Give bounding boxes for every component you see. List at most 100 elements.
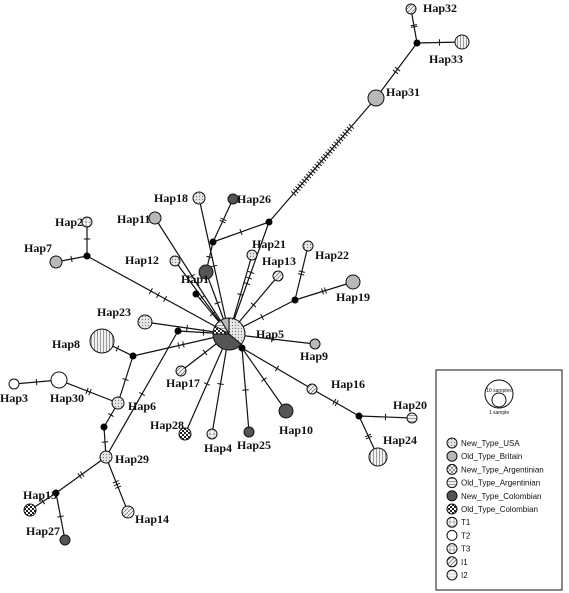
median-vector: [174, 327, 182, 335]
haplotype-node: [192, 191, 206, 205]
haplotype-label: Hap14: [135, 512, 169, 526]
mutation-tick: [114, 485, 122, 489]
haplotype-node: [198, 264, 214, 280]
haplotype-node: [345, 274, 361, 290]
mutation-tick: [297, 183, 303, 189]
size-key-small-label: 1 sample: [489, 410, 510, 416]
legend-swatch: [446, 543, 458, 555]
haplotype-label: Hap25: [237, 438, 271, 452]
haplotype-node: [406, 412, 418, 424]
haplotype-node: [23, 503, 37, 517]
mutation-tick: [247, 270, 255, 274]
median-vector: [100, 423, 108, 431]
haplotype-node: [99, 450, 113, 464]
haplotype-node: [306, 383, 318, 395]
haplotype-label: Hap13: [262, 254, 296, 268]
haplotype-label: Hap3: [0, 391, 28, 405]
mutation-tick: [203, 382, 211, 386]
mutation-tick: [348, 124, 355, 129]
mutation-tick: [189, 273, 195, 279]
mutation-tick: [209, 311, 216, 317]
mutation-tick: [344, 129, 350, 134]
mutation-tick: [88, 388, 92, 396]
mutation-tick: [312, 166, 318, 172]
mutation-tick: [298, 270, 306, 273]
legend-label: Old_Type_Colombian: [461, 505, 538, 514]
haplotype-label: Hap21: [252, 237, 286, 251]
mutation-tick: [314, 163, 320, 169]
median-vector: [209, 238, 217, 246]
size-key-small: [491, 392, 507, 408]
haplotype-label: Hap26: [237, 192, 271, 206]
legend: 10 samples 1 sample New_Type_USAOld_Type…: [435, 369, 563, 591]
network-edge: [375, 42, 418, 99]
mutation-tick: [57, 515, 64, 518]
haplotype-node: [50, 371, 68, 389]
haplotype-label: Hap12: [125, 253, 159, 267]
haplotype-node: [302, 240, 314, 252]
network-edge: [55, 456, 107, 494]
mutation-tick: [293, 188, 299, 194]
legend-label: T3: [461, 545, 471, 554]
network-edge: [294, 245, 309, 301]
mutation-tick: [305, 173, 312, 179]
mutation-tick: [320, 156, 327, 162]
mutation-tick: [163, 295, 168, 302]
haplotype-label: Hap16: [331, 377, 365, 391]
network-edge: [268, 97, 377, 223]
size-key-large-label: 10 samples: [486, 388, 512, 394]
haplotype-node: [121, 505, 135, 519]
haplotype-node: [178, 427, 192, 441]
haplotype-node: [367, 89, 385, 107]
mutation-tick: [333, 141, 340, 147]
legend-label: Old_Type_Argentinian: [461, 479, 540, 488]
haplotype-node: [8, 378, 20, 390]
mutation-tick: [112, 480, 120, 484]
haplotype-node: [309, 338, 321, 350]
haplotype-label: Hap19: [336, 290, 370, 304]
mutation-tick: [220, 217, 227, 222]
mutation-tick: [79, 471, 85, 477]
mutation-tick: [214, 301, 221, 305]
mutation-tick: [217, 382, 224, 386]
mutation-tick: [243, 282, 251, 286]
haplotype-node: [81, 216, 93, 228]
haplotype-label: Hap8: [52, 337, 80, 351]
mutation-tick: [85, 387, 89, 395]
haplotype-node: [454, 34, 470, 50]
median-vector: [413, 39, 421, 47]
mutation-tick: [335, 138, 342, 144]
mutation-tick: [365, 435, 373, 440]
legend-label: New_Type_Argentinian: [461, 465, 544, 474]
haplotype-node: [246, 249, 258, 261]
mutation-tick: [219, 219, 226, 224]
mutation-tick: [70, 255, 73, 263]
haplotype-label: Hap10: [279, 423, 313, 437]
network-edge: [410, 8, 418, 44]
haplotype-node: [368, 447, 388, 467]
legend-swatch: [446, 503, 458, 515]
mutation-tick: [307, 171, 314, 177]
mutation-tick: [325, 151, 331, 157]
network-edge: [58, 379, 119, 404]
haplotype-label: Hap17: [166, 376, 200, 390]
legend-label: T1: [461, 518, 471, 527]
haplotype-node: [89, 328, 115, 354]
mutation-tick: [331, 143, 338, 149]
median-vector: [291, 296, 299, 304]
haplotype-node: [206, 428, 218, 440]
hap5-pie-slice: [220, 317, 230, 336]
legend-swatch: [446, 463, 458, 475]
haplotype-node: [272, 270, 284, 282]
mutation-tick: [156, 291, 160, 299]
mutation-tick: [260, 313, 264, 321]
mutation-tick: [301, 178, 308, 184]
mutation-tick: [122, 378, 129, 381]
mutation-tick: [210, 264, 218, 268]
haplotype-label: Hap5: [256, 327, 284, 341]
median-vector: [192, 290, 200, 298]
mutation-tick: [115, 345, 120, 352]
hap5-pie-slice: [212, 333, 242, 351]
haplotype-label: Hap22: [315, 248, 349, 262]
legend-label: T2: [461, 531, 471, 540]
